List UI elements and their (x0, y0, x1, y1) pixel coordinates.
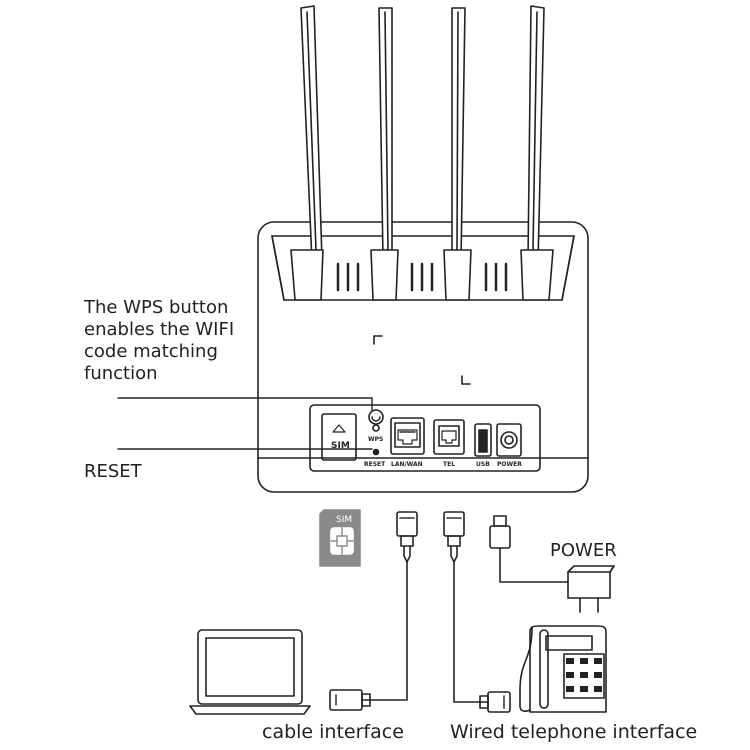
laptop-icon (189, 629, 311, 715)
antennas (290, 5, 554, 301)
telephone-icon (519, 625, 607, 713)
leader-lines (117, 397, 373, 450)
sim-card (319, 509, 361, 567)
corner-mark-bottom-right (461, 375, 471, 385)
power-cable (489, 515, 615, 613)
antenna-4 (520, 5, 554, 301)
vent-slots (336, 262, 508, 292)
lan-wan-port (390, 417, 425, 455)
power-annotation: POWER (550, 540, 617, 561)
tel-port (433, 419, 465, 455)
lan-port-label: LAN/WAN (391, 461, 423, 468)
wps-leader-line (117, 397, 373, 411)
port-panel (309, 404, 541, 472)
phone-cable (443, 511, 511, 713)
wps-annotation: The WPS button enables the WIFI code mat… (84, 297, 235, 384)
power-port (496, 423, 522, 457)
power-adapter (567, 565, 615, 613)
reset-hole (372, 448, 380, 456)
tel-port-label: TEL (443, 461, 455, 468)
sim-card-label: SIM (336, 515, 352, 525)
ethernet-cable (329, 511, 418, 711)
ethernet-plug-laptop (329, 689, 371, 711)
telephone-keypad (566, 658, 602, 692)
cable-interface-annotation: cable interface (262, 721, 404, 743)
sim-slot (321, 413, 357, 461)
sim-slot-label: SIM (331, 441, 350, 451)
usb-port-label: USB (476, 461, 490, 468)
telephone-interface-annotation: Wired telephone interface (450, 721, 698, 743)
reset-port-label: RESET (364, 461, 386, 468)
router-body (257, 221, 589, 493)
antenna-2 (370, 7, 399, 301)
usb-port (474, 423, 492, 457)
corner-mark-top-left (373, 335, 383, 345)
antenna-3 (443, 7, 472, 301)
wps-port-label: WPS (368, 436, 383, 443)
wps-button (368, 409, 384, 432)
power-port-label: POWER (497, 461, 522, 468)
reset-annotation: RESET (84, 461, 142, 482)
phone-plug-telephone (479, 691, 511, 713)
antenna-1 (290, 5, 324, 301)
